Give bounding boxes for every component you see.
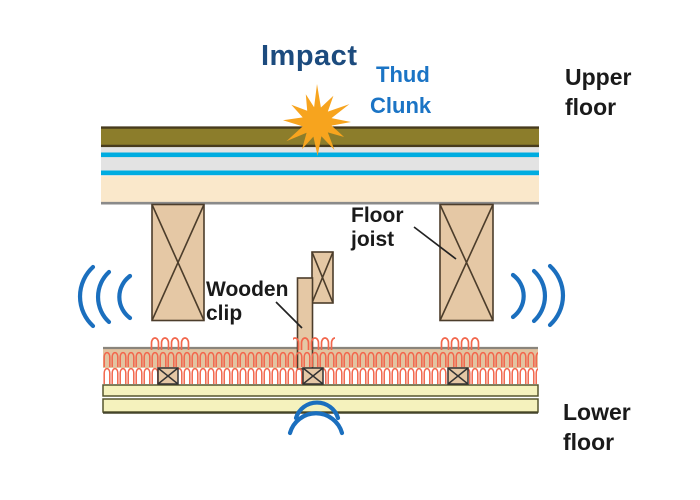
sound-word-clunk: Clunk bbox=[370, 93, 432, 118]
floor-joist-label-line1: Floor bbox=[351, 204, 404, 227]
sound-waves-below bbox=[287, 400, 345, 436]
upper-floor-label: Upper floor bbox=[565, 62, 631, 122]
upper-floor-label-line2: floor bbox=[565, 94, 617, 120]
insulation-quilt bbox=[103, 337, 538, 384]
floor-joist-label-line2: joist bbox=[351, 228, 395, 251]
lower-floor-label: Lower floor bbox=[563, 397, 631, 457]
upper-floor-label-line1: Upper bbox=[565, 64, 632, 90]
sound-word-thud: Thud bbox=[376, 62, 430, 87]
lower-floor-label-line1: Lower bbox=[563, 399, 631, 425]
insulation-row-lower-3 bbox=[323, 367, 448, 384]
sound-waves-right bbox=[510, 263, 566, 328]
ceiling-batten-right bbox=[447, 367, 469, 385]
impact-title: Impact bbox=[261, 40, 358, 72]
resilient-layer-line-1 bbox=[101, 152, 539, 158]
pointer-line-wooden-clip bbox=[275, 301, 303, 329]
pointer-line-floor-joist bbox=[413, 226, 457, 260]
insulation-row-upper bbox=[103, 351, 538, 367]
joist-offcut bbox=[311, 251, 334, 304]
insulation-tuft-middle bbox=[293, 337, 335, 350]
wooden-clip-label: Wooden clip bbox=[206, 278, 288, 326]
floor-joist-left bbox=[151, 203, 205, 322]
resilient-layer-line-2 bbox=[101, 170, 539, 176]
floor-joist-right bbox=[439, 203, 494, 322]
upper-floor-assembly bbox=[101, 126, 539, 205]
wooden-clip-label-line1: Wooden bbox=[206, 278, 289, 301]
ceiling-battens bbox=[157, 367, 469, 385]
insulation-tuft-right bbox=[440, 337, 480, 350]
ceiling-batten-left bbox=[157, 367, 179, 385]
ceiling-batten-middle bbox=[302, 367, 324, 385]
lower-floor-label-line2: floor bbox=[563, 429, 615, 455]
impact-starburst-icon bbox=[283, 84, 351, 156]
wooden-clip-label-line2: clip bbox=[206, 302, 243, 325]
sound-waves-left bbox=[77, 264, 133, 329]
insulation-row-lower-4 bbox=[468, 367, 538, 384]
insulation-row-lower-2 bbox=[178, 367, 303, 384]
insulation-row-lower-1 bbox=[103, 367, 158, 384]
floor-deck-layer bbox=[101, 176, 539, 203]
floor-joist-label: Floor joist bbox=[351, 204, 404, 252]
insulation-tuft-left bbox=[150, 337, 190, 350]
plasterboard-layer-1 bbox=[102, 384, 539, 397]
